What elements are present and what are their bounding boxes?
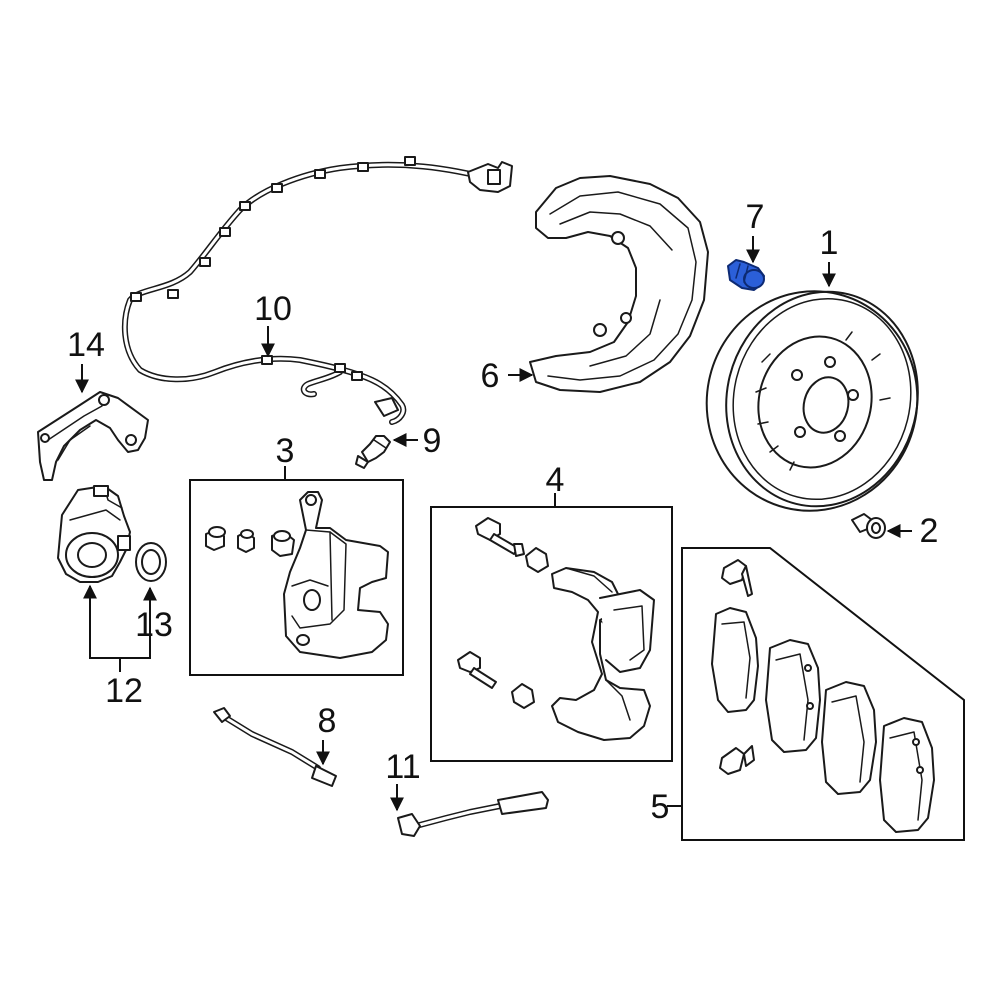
callout-5: 5 bbox=[651, 788, 670, 826]
part-3-caliper-box[interactable] bbox=[189, 479, 404, 676]
callout-2: 2 bbox=[920, 512, 939, 550]
callout-9: 9 bbox=[423, 422, 442, 460]
part-5-pad-box[interactable] bbox=[681, 547, 965, 841]
callout-11: 11 bbox=[385, 748, 420, 786]
part-13-o-ring[interactable] bbox=[135, 542, 167, 582]
callout-8: 8 bbox=[318, 702, 337, 740]
callout-1: 1 bbox=[820, 224, 839, 262]
part-6-dust-shield[interactable] bbox=[529, 175, 709, 393]
part-4-bracket-box[interactable] bbox=[430, 506, 673, 762]
callout-14: 14 bbox=[67, 326, 105, 364]
callout-3: 3 bbox=[276, 432, 295, 470]
part-1-brake-rotor[interactable] bbox=[684, 269, 941, 533]
callout-4: 4 bbox=[546, 461, 565, 499]
part-10-wire-harness[interactable] bbox=[121, 156, 513, 425]
callout-6: 6 bbox=[481, 357, 500, 395]
part-2-screw[interactable] bbox=[851, 513, 886, 539]
leader-lines bbox=[75, 236, 912, 812]
part-8-wear-sensor[interactable] bbox=[213, 707, 337, 787]
callout-labels: 1 2 3 4 5 6 7 8 9 10 11 12 13 14 bbox=[67, 198, 938, 826]
callout-7: 7 bbox=[746, 198, 765, 236]
callout-10: 10 bbox=[254, 290, 292, 328]
part-11-wear-sensor[interactable] bbox=[397, 791, 549, 837]
part-9-abs-sensor[interactable] bbox=[355, 435, 391, 469]
part-12-brake-actuator[interactable] bbox=[57, 485, 131, 583]
callout-13: 13 bbox=[135, 606, 173, 644]
part-7-bolt[interactable] bbox=[727, 259, 765, 291]
callout-12: 12 bbox=[105, 672, 143, 710]
part-14-shield-bracket[interactable] bbox=[37, 391, 149, 481]
